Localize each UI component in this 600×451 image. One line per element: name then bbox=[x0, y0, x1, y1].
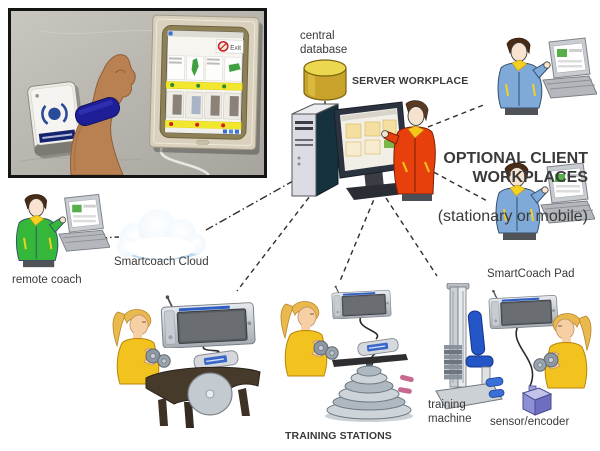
arm-with-wristband bbox=[70, 54, 136, 175]
server-operator bbox=[381, 100, 436, 201]
flywheel-machine-icon bbox=[325, 354, 414, 422]
encoder-box-icon bbox=[521, 385, 553, 416]
smartcoach-pad-2-icon bbox=[331, 284, 392, 319]
server-tower-icon bbox=[291, 103, 339, 197]
training-bench-icon bbox=[145, 366, 261, 428]
optional-clients-title: OPTIONAL CLIENT WORKPLACES bbox=[443, 149, 588, 186]
wristband bbox=[74, 97, 121, 127]
smartcoach-pad-label: SmartCoach Pad bbox=[487, 268, 575, 280]
smartcoach-pad-1-icon bbox=[160, 293, 257, 348]
server-workplace-label: SERVER WORKPLACE bbox=[352, 75, 469, 87]
training-machine-label: training machine bbox=[428, 399, 472, 425]
kiosk-exit-label: Exit bbox=[230, 45, 241, 52]
contactless-icon bbox=[41, 102, 68, 125]
remote-coach-label: remote coach bbox=[12, 274, 82, 286]
training-machine-icon bbox=[435, 283, 505, 410]
server-monitor-icon bbox=[333, 101, 409, 200]
database-cylinder-icon bbox=[303, 59, 347, 101]
rfid-reader bbox=[27, 81, 86, 159]
optional-clients-label: OPTIONAL CLIENT WORKPLACES (stationary o… bbox=[428, 131, 588, 245]
gym-photo: Exit bbox=[8, 8, 267, 178]
kiosk-cable bbox=[159, 144, 210, 175]
cable-pad3-encoder bbox=[515, 325, 534, 387]
cloud-icon bbox=[117, 209, 206, 260]
remote-coach-icon bbox=[15, 193, 110, 269]
client-workplace-1-icon bbox=[497, 37, 597, 116]
sensor-encoder-label: sensor/encoder bbox=[490, 416, 570, 428]
touchscreen-kiosk: Exit bbox=[149, 14, 263, 155]
optional-clients-subtitle: (stationary or mobile) bbox=[437, 207, 588, 225]
central-database-label: central database bbox=[300, 30, 348, 56]
server-workplace-icon bbox=[291, 100, 436, 201]
smartcoach-cloud-label: Smartcoach Cloud bbox=[114, 256, 209, 268]
training-stations-label: TRAINING STATIONS bbox=[285, 430, 392, 442]
